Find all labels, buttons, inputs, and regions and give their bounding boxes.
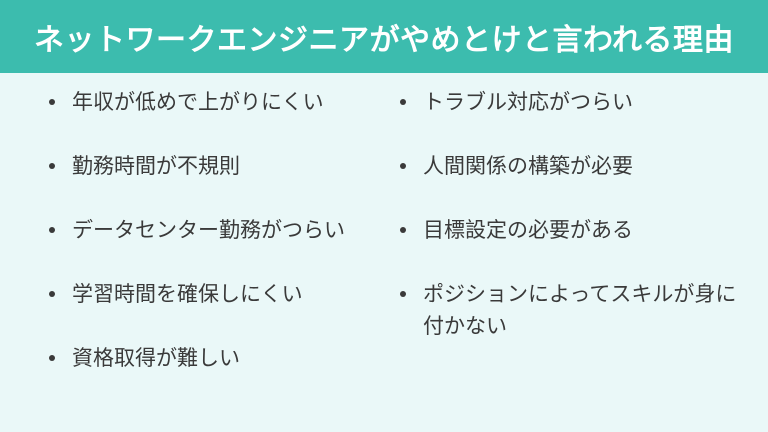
title-banner: ネットワークエンジニアがやめとけと言われる理由 bbox=[0, 0, 768, 73]
page-title: ネットワークエンジニアがやめとけと言われる理由 bbox=[34, 22, 734, 58]
bullet-dot-icon bbox=[49, 99, 55, 105]
list-item-text: 目標設定の必要がある bbox=[423, 218, 633, 242]
reason-list-right: トラブル対応がつらい 人間関係の構築が必要 目標設定の必要がある ポジションによ… bbox=[393, 86, 745, 374]
list-item: ポジションによってスキルが身に付かない bbox=[393, 278, 745, 342]
bullet-dot-icon bbox=[400, 291, 406, 297]
list-item-text: 学習時間を確保しにくい bbox=[72, 282, 303, 306]
list-item: データセンター勤務がつらい bbox=[42, 214, 387, 246]
list-item: 目標設定の必要がある bbox=[393, 214, 745, 246]
list-item: 学習時間を確保しにくい bbox=[42, 278, 387, 310]
list-item-text: トラブル対応がつらい bbox=[423, 90, 633, 114]
list-item-text: 勤務時間が不規則 bbox=[72, 154, 240, 178]
bullet-dot-icon bbox=[49, 291, 55, 297]
bullet-dot-icon bbox=[400, 227, 406, 233]
list-item: トラブル対応がつらい bbox=[393, 86, 745, 118]
list-item: 年収が低めで上がりにくい bbox=[42, 86, 387, 118]
list-item-text: 人間関係の構築が必要 bbox=[423, 154, 633, 178]
list-item-text: ポジションによってスキルが身に付かない bbox=[423, 282, 737, 338]
bullet-dot-icon bbox=[400, 99, 406, 105]
list-item: 資格取得が難しい bbox=[42, 342, 387, 374]
list-item-text: 年収が低めで上がりにくい bbox=[72, 90, 324, 114]
list-item: 勤務時間が不規則 bbox=[42, 150, 387, 182]
bullet-dot-icon bbox=[49, 163, 55, 169]
reason-list-left: 年収が低めで上がりにくい 勤務時間が不規則 データセンター勤務がつらい 学習時間… bbox=[42, 86, 387, 406]
list-item-text: データセンター勤務がつらい bbox=[72, 218, 345, 242]
bullet-dot-icon bbox=[49, 355, 55, 361]
list-item-text: 資格取得が難しい bbox=[72, 346, 240, 370]
bullet-dot-icon bbox=[49, 227, 55, 233]
bullet-dot-icon bbox=[400, 163, 406, 169]
list-item: 人間関係の構築が必要 bbox=[393, 150, 745, 182]
